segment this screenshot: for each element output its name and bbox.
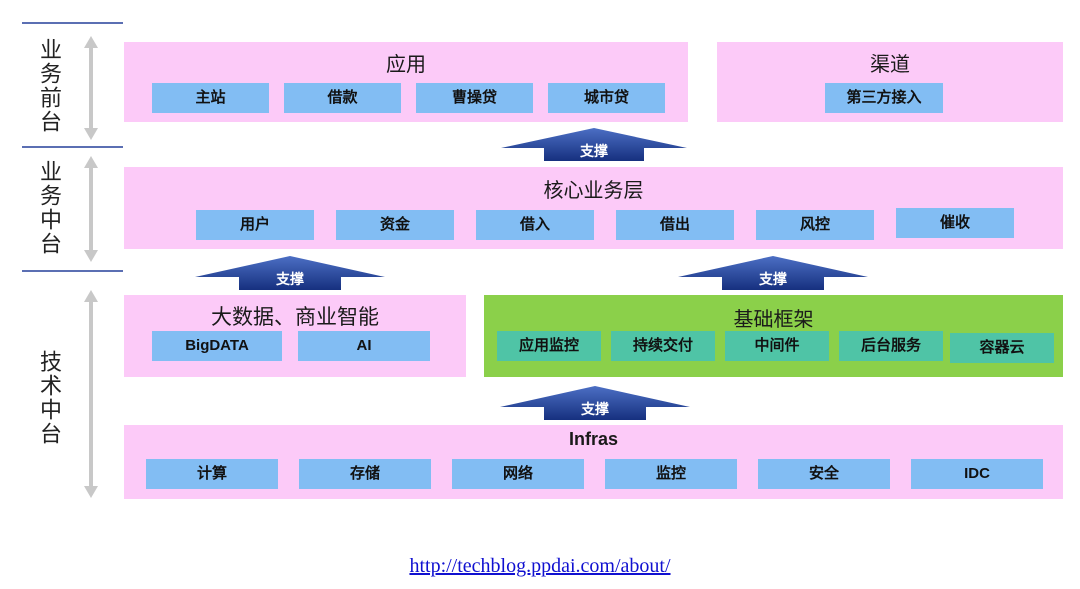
app-item-borrow: 借款 — [284, 83, 401, 113]
front-office-span-arrow — [84, 36, 98, 140]
middle-office-label: 业务中台 — [36, 160, 61, 256]
app-item-main-site: 主站 — [152, 83, 269, 113]
bigdata-item-ai: AI — [298, 331, 430, 361]
separator-top — [22, 22, 123, 24]
bigdata-item-bigdata: BigDATA — [152, 331, 282, 361]
infras-item-monitoring: 监控 — [605, 459, 737, 489]
infras-title: Infras — [568, 429, 619, 449]
infras-item-idc: IDC — [911, 459, 1043, 489]
separator-middle-tech — [22, 270, 123, 272]
core-item-lend-out: 借出 — [616, 210, 734, 240]
framework-item-app-monitoring: 应用监控 — [497, 331, 601, 361]
core-item-collection: 催收 — [896, 208, 1014, 238]
support-label: 支撑 — [759, 272, 787, 288]
core-item-funds: 资金 — [336, 210, 454, 240]
framework-item-backend-services: 后台服务 — [839, 331, 943, 361]
core-item-borrow-in: 借入 — [476, 210, 594, 240]
support-arrow-core-to-app: 支撑 — [501, 128, 687, 161]
framework-item-continuous-delivery: 持续交付 — [611, 331, 715, 361]
application-panel: 应用 主站 借款 曹操贷 城市贷 — [124, 42, 688, 122]
core-item-risk-control: 风控 — [756, 210, 874, 240]
tech-platform-label: 技术中台 — [36, 350, 61, 446]
separator-front-middle — [22, 146, 123, 148]
about-link[interactable]: http://techblog.ppdai.com/about/ — [409, 555, 671, 577]
base-framework-title: 基础框架 — [733, 307, 814, 331]
channel-panel: 渠道 第三方接入 — [717, 42, 1063, 122]
support-label: 支撑 — [276, 272, 304, 288]
base-framework-panel: 基础框架 应用监控 持续交付 中间件 后台服务 容器云 — [484, 295, 1063, 377]
support-arrow-infras-to-framework: 支撑 — [500, 386, 690, 420]
support-label: 支撑 — [580, 144, 608, 160]
middle-office-span-arrow — [84, 156, 98, 262]
framework-item-middleware: 中间件 — [725, 331, 829, 361]
tech-platform-span-arrow — [84, 290, 98, 498]
core-business-panel: 核心业务层 用户 资金 借入 借出 风控 催收 — [124, 167, 1063, 249]
core-business-title: 核心业务层 — [543, 178, 644, 202]
channel-item-third-party: 第三方接入 — [825, 83, 943, 113]
application-title: 应用 — [386, 52, 426, 76]
infras-item-security: 安全 — [758, 459, 890, 489]
channel-title: 渠道 — [870, 52, 910, 76]
core-item-user: 用户 — [196, 210, 314, 240]
support-arrow-bigdata-to-core: 支撑 — [195, 256, 385, 290]
app-item-caocao-loan: 曹操贷 — [416, 83, 533, 113]
infras-item-storage: 存储 — [299, 459, 431, 489]
front-office-label: 业务前台 — [36, 38, 61, 134]
infras-item-network: 网络 — [452, 459, 584, 489]
framework-item-container-cloud: 容器云 — [950, 333, 1054, 363]
infras-item-compute: 计算 — [146, 459, 278, 489]
infras-panel: Infras 计算 存储 网络 监控 安全 IDC — [124, 425, 1063, 499]
support-label: 支撑 — [581, 402, 609, 418]
app-item-city-loan: 城市贷 — [548, 83, 665, 113]
bigdata-bi-panel: 大数据、商业智能 BigDATA AI — [124, 295, 466, 377]
support-arrow-framework-to-core: 支撑 — [678, 256, 868, 290]
bigdata-bi-title: 大数据、商业智能 — [211, 305, 379, 329]
